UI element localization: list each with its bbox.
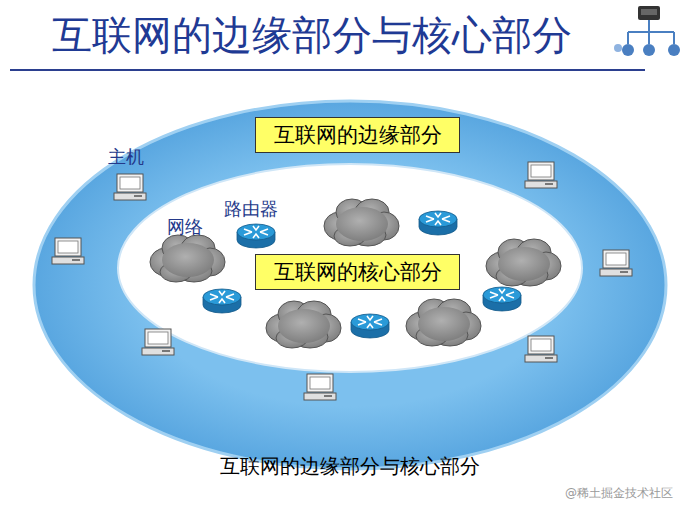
- watermark: @稀土掘金技术社区: [565, 487, 673, 501]
- router-symbol: [203, 289, 241, 313]
- router-symbol: [419, 211, 457, 235]
- host-computer: [114, 174, 146, 200]
- host-computer: [600, 250, 632, 276]
- region-label: 互联网的核心部分: [256, 258, 459, 286]
- diagram-title: 互联网的边缘部分与核心部分: [52, 12, 572, 58]
- host-computer: [52, 238, 84, 264]
- core-region: [118, 164, 582, 372]
- network-cloud: [406, 299, 481, 346]
- router-symbol: [351, 314, 389, 338]
- title-rule: [10, 69, 645, 71]
- host-computer: [304, 374, 336, 400]
- edge-region: [34, 101, 666, 469]
- region-label: 互联网的边缘部分: [256, 121, 459, 149]
- network-icon: [614, 6, 680, 56]
- region-label-box: 互联网的核心部分: [255, 254, 460, 290]
- network-label: 网络: [167, 217, 203, 238]
- host-computer: [525, 336, 557, 362]
- network-cloud: [150, 235, 225, 282]
- router-label: 路由器: [224, 199, 278, 220]
- network-cloud: [486, 239, 561, 286]
- region-label-box: 互联网的边缘部分: [255, 117, 460, 153]
- host-computer: [525, 162, 557, 188]
- diagram-caption: 互联网的边缘部分与核心部分: [220, 455, 480, 478]
- router-symbol: [237, 224, 275, 248]
- host-label: 主机: [108, 147, 144, 168]
- network-cloud: [266, 301, 341, 348]
- host-computer: [142, 329, 174, 355]
- router-symbol: [483, 287, 521, 311]
- network-cloud: [324, 199, 399, 246]
